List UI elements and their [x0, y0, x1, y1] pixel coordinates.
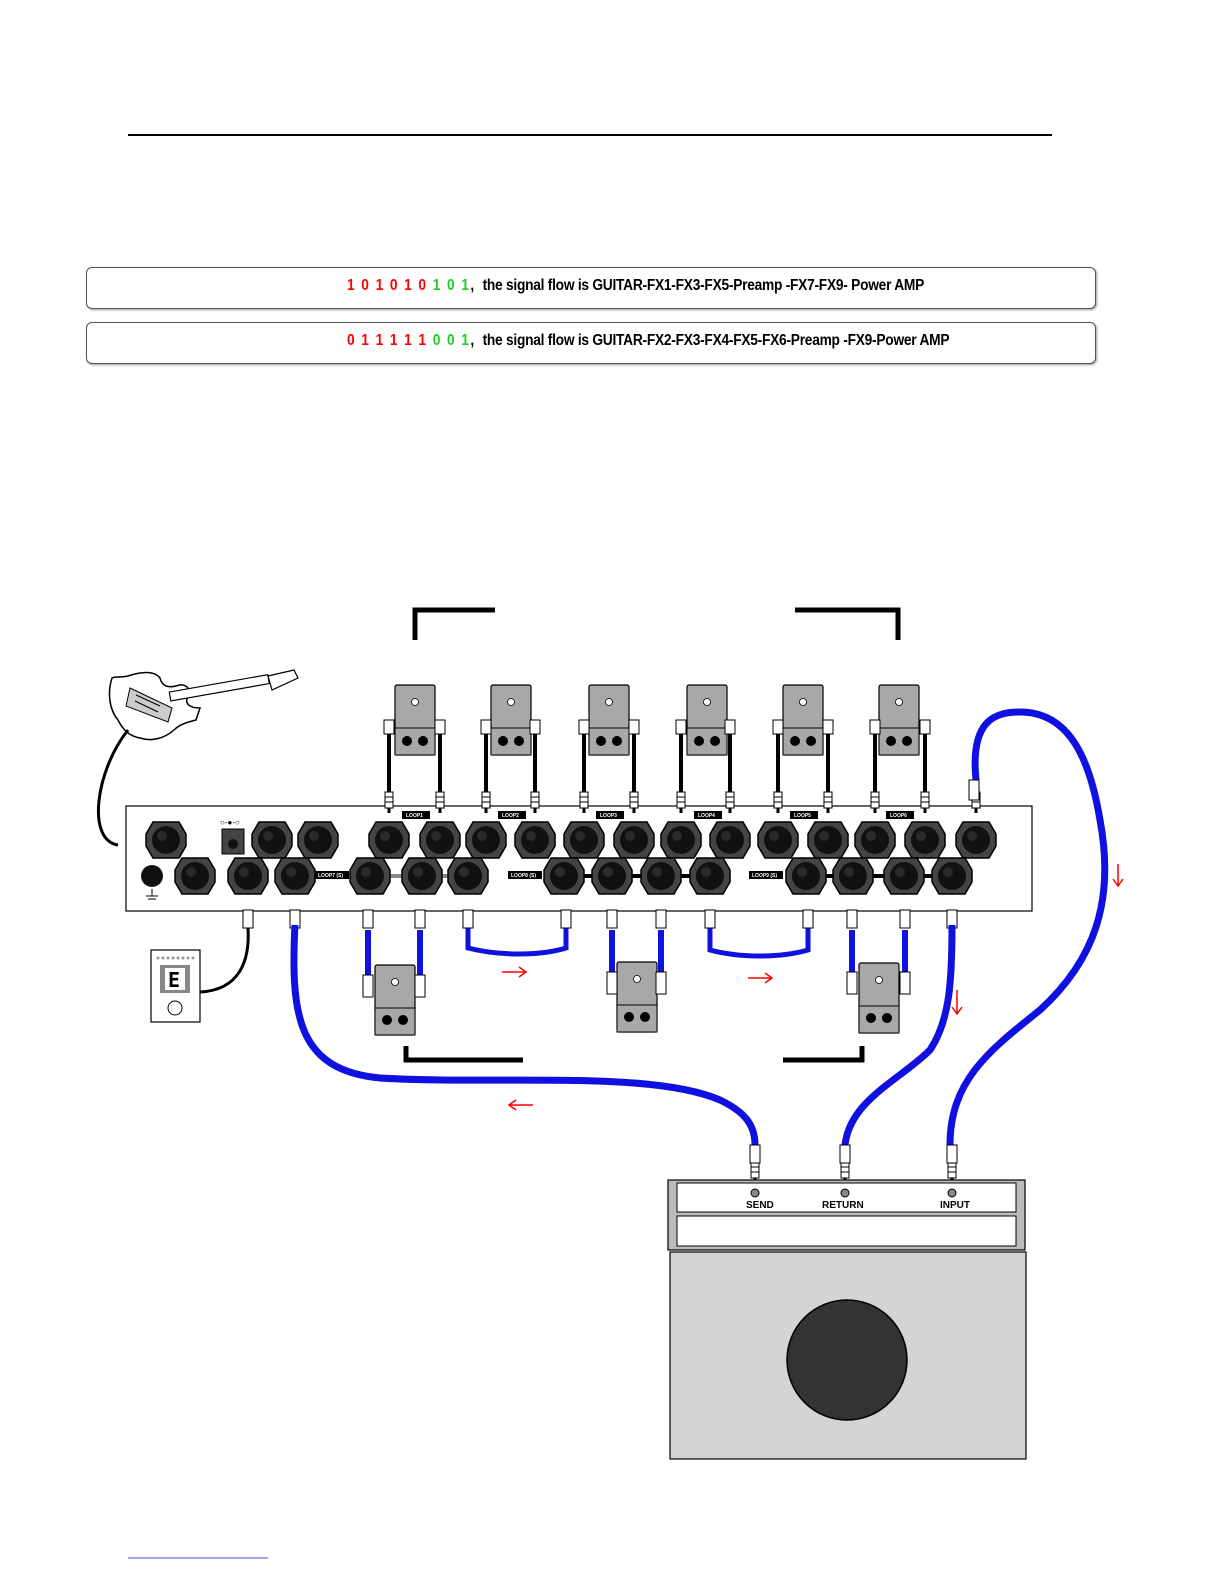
effect-pedal — [879, 685, 919, 755]
loop-label: LOOP6 — [890, 813, 907, 819]
effect-pedal — [687, 685, 727, 755]
top-pedals — [384, 685, 980, 813]
guitar — [110, 670, 298, 740]
effect-pedal — [859, 963, 899, 1033]
top-row-jacks — [146, 822, 996, 858]
bottom-row-jacks — [175, 858, 972, 894]
amp-jack-label: SEND — [746, 1200, 774, 1211]
svg-text:○-●-○: ○-●-○ — [220, 818, 240, 827]
effect-pedal — [395, 685, 435, 755]
guitar-cable — [98, 730, 128, 845]
amplifier: SEND RETURN INPUT — [668, 1180, 1026, 1459]
tuner-display: E — [168, 968, 180, 992]
amp-jack-label: RETURN — [822, 1200, 864, 1211]
effect-pedal — [589, 685, 629, 755]
amp-jack-label: INPUT — [940, 1200, 970, 1211]
tuner: E — [151, 928, 248, 1022]
effect-pedal — [783, 685, 823, 755]
effect-pedal — [375, 965, 415, 1035]
effect-pedal — [617, 962, 657, 1032]
speaker — [787, 1300, 907, 1420]
loop-label: LOOP5 — [794, 813, 811, 819]
bottom-pedals — [243, 910, 957, 1035]
loop-label: LOOP3 — [600, 813, 617, 819]
loop-label: LOOP8 (S) — [511, 873, 536, 879]
loop-label: LOOP9 (S) — [752, 873, 777, 879]
effect-pedal — [491, 685, 531, 755]
loop-label: LOOP1 — [406, 813, 423, 819]
loop-label: LOOP7 (S) — [318, 873, 343, 879]
loop-label: LOOP2 — [502, 813, 519, 819]
loop-label: LOOP4 — [698, 813, 715, 819]
